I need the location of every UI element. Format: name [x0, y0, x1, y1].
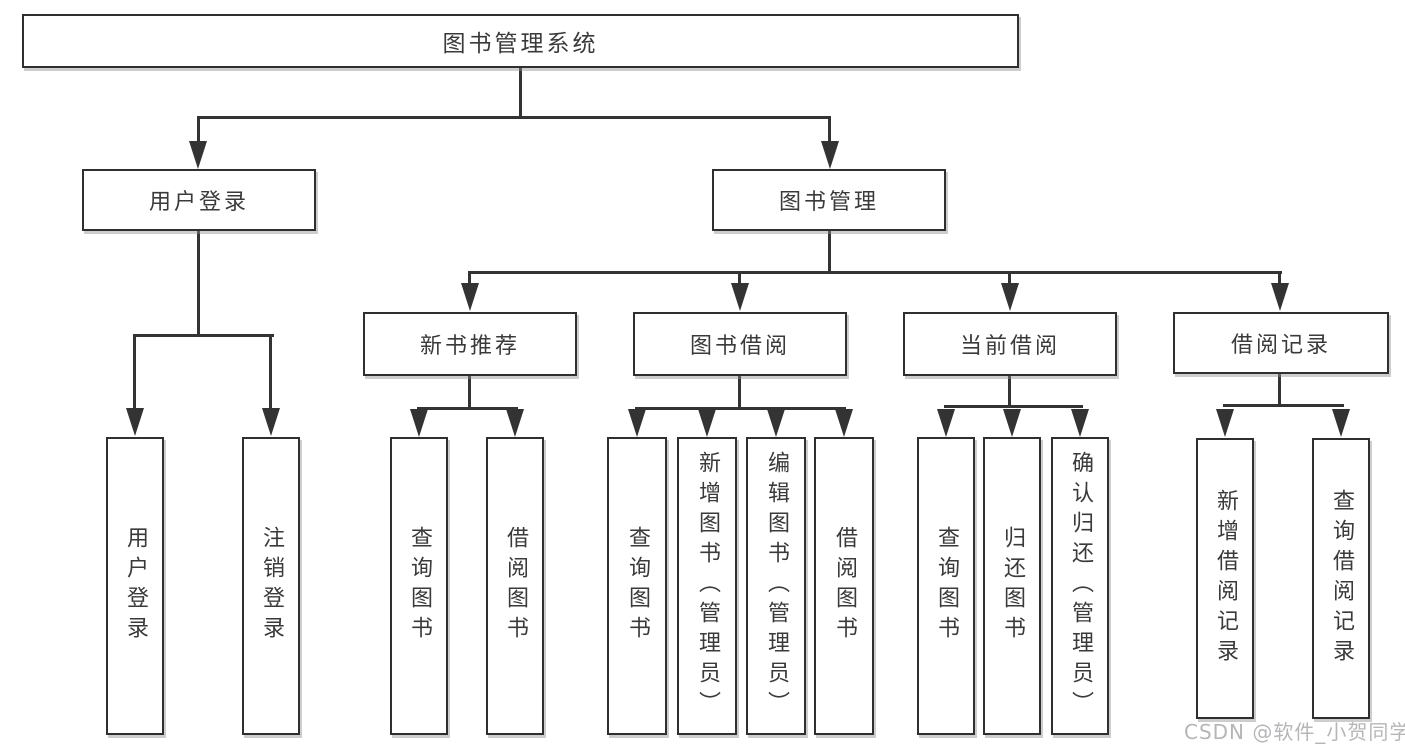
leaf-logout: 注销登录 [242, 437, 300, 735]
connector-recommend-horizontal [417, 407, 518, 410]
leaf-query-books-3: 查询图书 [917, 437, 975, 735]
arrowhead-borrow-records [1271, 283, 1289, 311]
leaf-add-borrow-record-label: 新增借阅记录 [1213, 488, 1238, 669]
connector-level3-horizontal [468, 271, 1282, 274]
leaf-confirm-return-admin: 确认归还（管理员） [1051, 437, 1109, 735]
arrowhead-leaf-logout [262, 408, 280, 436]
arrowhead-book-mgmt [821, 141, 839, 169]
leaf-edit-book-admin-label: 编辑图书（管理员） [764, 451, 789, 721]
connector-login-stem [197, 231, 200, 337]
connector-borrow-stem [738, 376, 741, 409]
arrowhead-borrow-books-1 [506, 409, 524, 437]
arrowhead-edit-book [767, 409, 785, 437]
node-current-borrow-label: 当前借阅 [959, 334, 1060, 359]
node-library-system-label: 图书管理系统 [442, 31, 599, 57]
leaf-user-login: 用户登录 [106, 437, 164, 735]
node-current-borrow: 当前借阅 [903, 312, 1117, 376]
node-book-borrow-label: 图书借阅 [689, 334, 790, 359]
leaf-return-book: 归还图书 [983, 437, 1041, 735]
leaf-add-borrow-record: 新增借阅记录 [1196, 438, 1254, 719]
leaf-return-book-label: 归还图书 [1000, 526, 1025, 646]
watermark-text: CSDN @软件_小贺同学 [1184, 720, 1405, 744]
arrowhead-query-books-1 [410, 409, 428, 437]
connector-l3-current-drop [1008, 271, 1011, 287]
node-user-login: 用户登录 [82, 169, 316, 231]
arrowhead-add-book [698, 409, 716, 437]
leaf-confirm-return-admin-label: 确认归还（管理员） [1068, 451, 1093, 721]
node-new-book-recommend: 新书推荐 [363, 312, 577, 376]
connector-book-mgmt-drop [828, 116, 831, 144]
node-book-borrow: 图书借阅 [633, 312, 847, 376]
leaf-query-books-2-label: 查询图书 [625, 526, 650, 646]
connector-current-stem [1008, 376, 1011, 408]
arrowhead-add-borrow-record [1216, 409, 1234, 437]
leaf-query-books-1-label: 查询图书 [407, 526, 432, 646]
node-book-management-label: 图书管理 [778, 190, 879, 215]
leaf-borrow-books-2-label: 借阅图书 [832, 526, 857, 646]
connector-user-login-drop [197, 116, 200, 144]
connector-login-horizontal [133, 334, 274, 337]
leaf-borrow-books-1: 借阅图书 [486, 437, 544, 735]
leaf-query-books-3-label: 查询图书 [934, 526, 959, 646]
arrowhead-leaf-user-login [126, 408, 144, 436]
connector-records-horizontal [1223, 404, 1344, 407]
connector-login-leaf1-drop [133, 334, 136, 410]
connector-l3-recommend-drop [468, 271, 471, 287]
leaf-borrow-books-1-label: 借阅图书 [503, 526, 528, 646]
leaf-add-book-admin-label: 新增图书（管理员） [695, 451, 720, 721]
leaf-query-borrow-record-label: 查询借阅记录 [1329, 488, 1354, 669]
node-library-system: 图书管理系统 [22, 14, 1019, 68]
leaf-query-borrow-record: 查询借阅记录 [1312, 438, 1370, 719]
arrowhead-confirm-return [1071, 409, 1089, 437]
leaf-query-books-1: 查询图书 [390, 437, 448, 735]
connector-recommend-stem [468, 376, 471, 409]
connector-current-horizontal [944, 405, 1083, 408]
leaf-query-books-2: 查询图书 [607, 437, 667, 735]
connector-root-stem [519, 68, 522, 118]
arrowhead-borrow-books-2 [835, 409, 853, 437]
arrowhead-query-books-3 [937, 409, 955, 437]
leaf-edit-book-admin: 编辑图书（管理员） [746, 437, 806, 735]
node-new-book-recommend-label: 新书推荐 [419, 334, 520, 359]
arrowhead-query-borrow-record [1332, 409, 1350, 437]
arrowhead-query-books-2 [628, 409, 646, 437]
arrowhead-current-borrow [1001, 283, 1019, 311]
connector-login-leaf2-drop [269, 334, 272, 410]
node-user-login-label: 用户登录 [148, 190, 249, 215]
connector-l3-records-drop [1278, 271, 1281, 287]
arrowhead-book-borrow [731, 283, 749, 311]
arrowhead-return-book [1003, 409, 1021, 437]
connector-borrow-horizontal [635, 407, 846, 410]
leaf-user-login-label: 用户登录 [123, 526, 148, 646]
arrowhead-new-book-recommend [461, 283, 479, 311]
leaf-borrow-books-2: 借阅图书 [814, 437, 874, 735]
connector-root-horizontal [197, 116, 831, 119]
connector-records-stem [1278, 374, 1281, 407]
leaf-add-book-admin: 新增图书（管理员） [677, 437, 737, 735]
leaf-logout-label: 注销登录 [259, 526, 284, 646]
node-book-management: 图书管理 [712, 169, 946, 231]
arrowhead-user-login [189, 141, 207, 169]
connector-l3-borrow-drop [738, 271, 741, 287]
connector-mgmt-stem [828, 231, 831, 274]
node-borrow-records: 借阅记录 [1173, 312, 1389, 374]
node-borrow-records-label: 借阅记录 [1230, 333, 1331, 358]
